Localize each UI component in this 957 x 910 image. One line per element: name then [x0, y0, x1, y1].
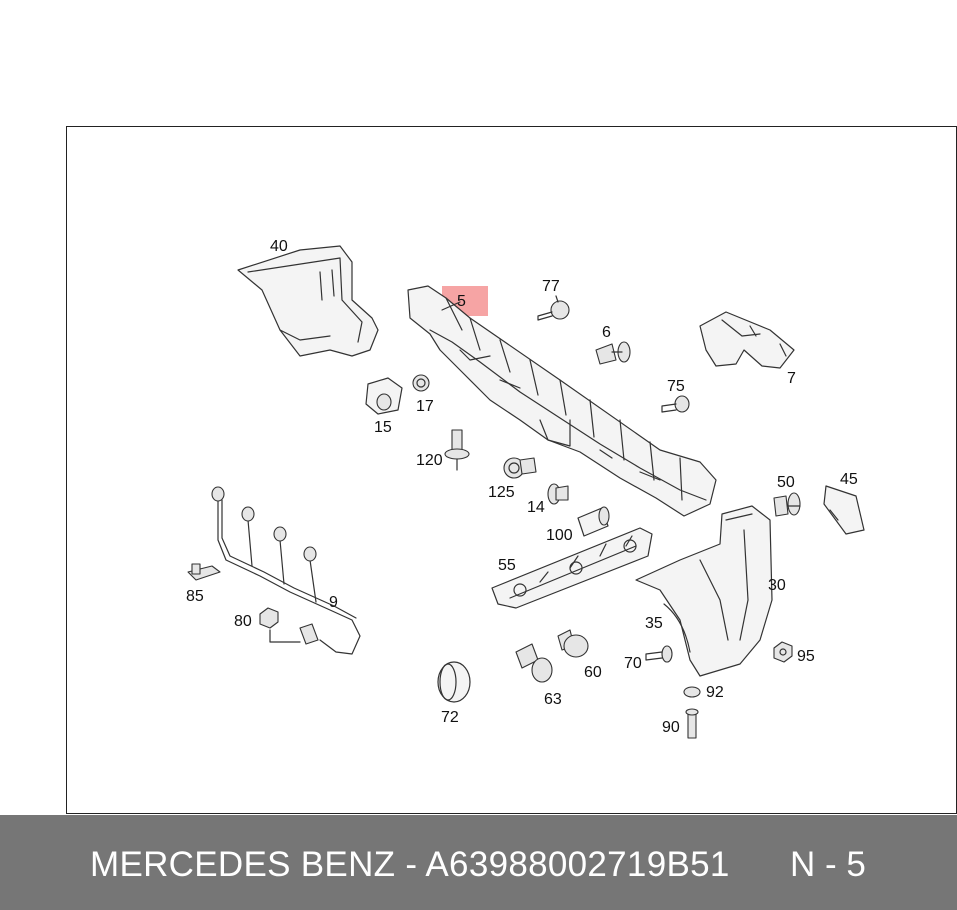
part-label-120[interactable]: 120	[416, 452, 443, 469]
part-label-45[interactable]: 45	[840, 471, 858, 488]
part-35-drawing[interactable]	[663, 603, 691, 653]
part-label-5[interactable]: 5	[457, 293, 466, 310]
part-125-drawing[interactable]	[503, 457, 537, 479]
part-label-80[interactable]: 80	[234, 613, 252, 630]
part-label-50[interactable]: 50	[777, 474, 795, 491]
part-label-7[interactable]: 7	[787, 370, 796, 387]
part-72-drawing[interactable]	[437, 661, 471, 703]
part-label-72[interactable]: 72	[441, 709, 459, 726]
part-label-63[interactable]: 63	[544, 691, 562, 708]
part-label-55[interactable]: 55	[498, 557, 516, 574]
part-77-drawing[interactable]	[537, 300, 570, 321]
part-label-40[interactable]: 40	[270, 238, 288, 255]
part-40-drawing[interactable]	[237, 245, 379, 357]
part-label-6[interactable]: 6	[602, 324, 611, 341]
part-label-95[interactable]: 95	[797, 648, 815, 665]
part-63-drawing[interactable]	[515, 643, 553, 683]
part-6-drawing[interactable]	[595, 341, 631, 365]
part-label-85[interactable]: 85	[186, 588, 204, 605]
part-80-drawing[interactable]	[259, 607, 301, 643]
part-15-drawing[interactable]	[365, 377, 403, 415]
part-100-drawing[interactable]	[577, 506, 610, 537]
part-60-drawing[interactable]	[557, 629, 589, 658]
part-70-drawing[interactable]	[645, 645, 673, 663]
part-7-drawing[interactable]	[699, 311, 795, 369]
part-label-14[interactable]: 14	[527, 499, 545, 516]
part-label-60[interactable]: 60	[584, 664, 602, 681]
part-92-drawing[interactable]	[683, 686, 701, 698]
footer-title: MERCEDES BENZ - A63988002719B51	[90, 845, 730, 884]
part-label-90[interactable]: 90	[662, 719, 680, 736]
part-120-drawing[interactable]	[444, 429, 470, 471]
part-label-17[interactable]: 17	[416, 398, 434, 415]
part-50-drawing[interactable]	[773, 492, 801, 517]
part-label-15[interactable]: 15	[374, 419, 392, 436]
part-95-drawing[interactable]	[773, 641, 793, 663]
part-label-125[interactable]: 125	[488, 484, 515, 501]
part-label-30[interactable]: 30	[768, 577, 786, 594]
footer-code: N - 5	[790, 845, 866, 884]
part-55-drawing[interactable]	[491, 527, 653, 609]
part-14-drawing[interactable]	[547, 483, 569, 505]
exploded-view-drawing: 40 5 77 6 7 15 17 75 120 125 14 50 45 10…	[186, 238, 865, 739]
part-label-75[interactable]: 75	[667, 378, 685, 395]
part-9-drawing[interactable]	[211, 486, 361, 655]
part-30-drawing[interactable]	[635, 505, 773, 677]
part-label-77[interactable]: 77	[542, 278, 560, 295]
part-17-drawing[interactable]	[412, 374, 430, 392]
leader-5	[441, 301, 461, 311]
part-label-100[interactable]: 100	[546, 527, 573, 544]
part-label-35[interactable]: 35	[645, 615, 663, 632]
footer-bar: MERCEDES BENZ - A63988002719B51 N - 5	[0, 815, 957, 910]
part-75-drawing[interactable]	[661, 395, 690, 413]
part-45-drawing[interactable]	[823, 485, 865, 535]
part-label-9[interactable]: 9	[329, 594, 338, 611]
part-label-70[interactable]: 70	[624, 655, 642, 672]
part-label-92[interactable]: 92	[706, 684, 724, 701]
part-85-drawing[interactable]	[187, 563, 221, 581]
part-5-drawing[interactable]	[407, 285, 717, 517]
part-90-drawing[interactable]	[685, 708, 699, 739]
leader-77	[555, 295, 559, 303]
